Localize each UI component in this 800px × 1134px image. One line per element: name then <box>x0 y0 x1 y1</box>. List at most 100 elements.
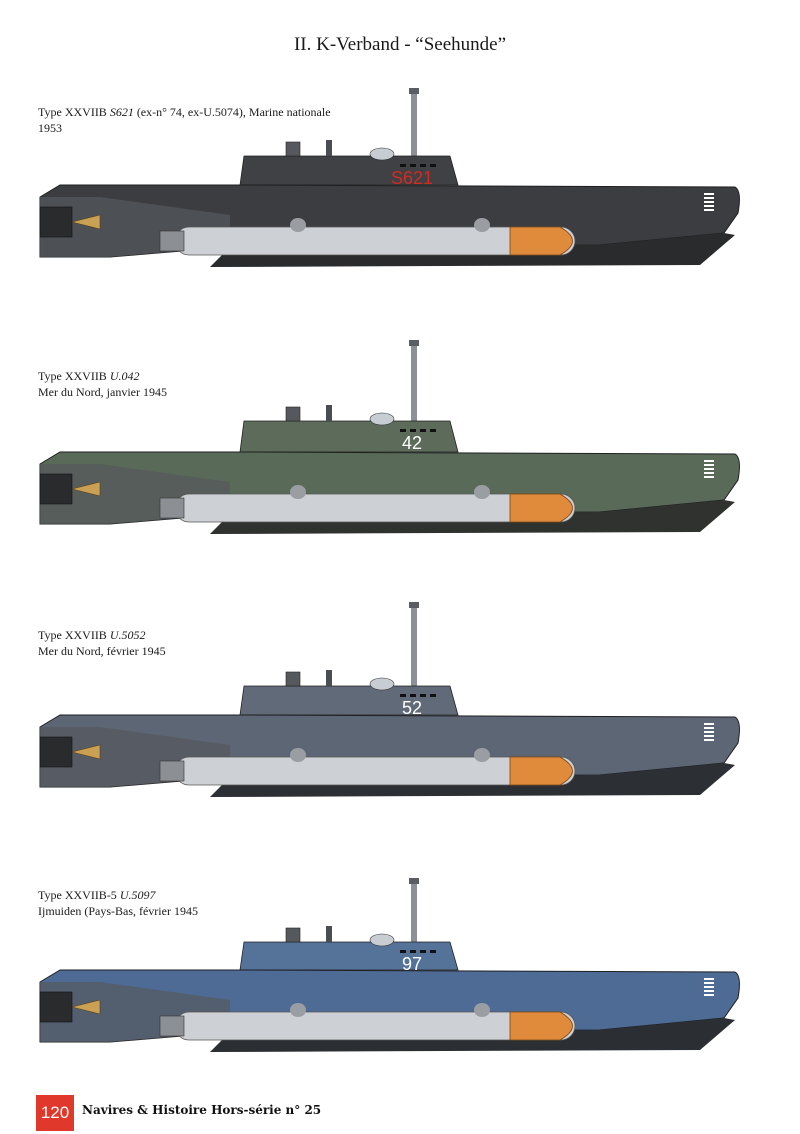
conning-tower <box>239 685 459 716</box>
hatch-mark <box>400 694 406 697</box>
plate-caption: Type XXVIIB U.042 Mer du Nord, janvier 1… <box>38 368 167 400</box>
hatch-mark <box>430 164 436 167</box>
caption-type: Type XXVIIB <box>38 105 110 119</box>
draft-mark <box>704 464 714 466</box>
caption-ship: U.042 <box>109 369 140 383</box>
torpedo-mount <box>474 485 490 499</box>
draft-mark <box>704 201 714 203</box>
caption-ship: S621 <box>109 105 134 119</box>
dome <box>369 933 395 947</box>
draft-mark <box>704 193 714 195</box>
conning-tower <box>239 941 459 971</box>
caption-ship: U.5097 <box>119 888 156 902</box>
page-footer: 120 Navires & Histoire Hors-série n° 25 <box>36 1095 776 1131</box>
mast <box>326 926 332 942</box>
torpedo-mount <box>290 1003 306 1017</box>
snorkel-head <box>285 406 301 422</box>
mast <box>326 140 332 156</box>
periscope-head <box>409 340 419 346</box>
snorkel-head <box>285 671 301 687</box>
periscope-head <box>409 602 419 608</box>
hull-number: S621 <box>391 168 433 188</box>
torpedo-mount <box>474 218 490 232</box>
submarine-illustration: 97 <box>39 878 740 1052</box>
periscope-head <box>409 88 419 94</box>
hatch-mark <box>420 950 426 953</box>
snorkel-head <box>285 141 301 157</box>
torpedo-mount <box>474 748 490 762</box>
hatch-mark <box>410 950 416 953</box>
periscope <box>411 604 417 688</box>
caption-type: Type XXVIIB-5 <box>38 888 120 902</box>
draft-mark <box>704 209 714 211</box>
propeller-shroud <box>39 991 73 1023</box>
caption-type: Type XXVIIB <box>38 369 110 383</box>
torpedo-warhead <box>509 1011 573 1041</box>
submarine-illustration: 52 <box>39 602 740 797</box>
hatch-mark <box>420 429 426 432</box>
draft-mark <box>704 731 714 733</box>
draft-mark <box>704 986 714 988</box>
hull-number: 52 <box>402 698 422 718</box>
propeller <box>71 214 101 230</box>
propeller <box>71 481 101 497</box>
periscope <box>411 90 417 158</box>
torpedo-mount <box>474 1003 490 1017</box>
submarine-illustration: 42 <box>39 340 740 534</box>
caption-location: Ijmuiden (Pays-Bas, février 1945 <box>38 904 198 918</box>
hatch-mark <box>400 429 406 432</box>
hatch-mark <box>410 164 416 167</box>
draft-mark <box>704 735 714 737</box>
draft-mark <box>704 205 714 207</box>
plate-caption: Type XXVIIB-5 U.5097 Ijmuiden (Pays-Bas,… <box>38 887 198 919</box>
draft-mark <box>704 994 714 996</box>
draft-mark <box>704 723 714 725</box>
draft-mark <box>704 739 714 741</box>
torpedo-warhead <box>509 226 573 256</box>
snorkel-head <box>285 927 301 943</box>
hull-number: 42 <box>402 433 422 453</box>
torpedo-mount <box>290 485 306 499</box>
page-title: II. K-Verband - “Seehunde” <box>293 34 507 55</box>
caption-ship: U.5052 <box>109 628 146 642</box>
draft-mark <box>704 982 714 984</box>
hatch-mark <box>430 429 436 432</box>
periscope <box>411 342 417 423</box>
draft-mark <box>704 990 714 992</box>
hatch-mark <box>410 694 416 697</box>
draft-mark <box>704 978 714 980</box>
periscope-head <box>409 878 419 884</box>
propeller-shroud <box>39 736 73 768</box>
page-number: 120 <box>36 1095 74 1131</box>
draft-mark <box>704 476 714 478</box>
propeller-shroud <box>39 473 73 505</box>
hatch-mark <box>430 694 436 697</box>
conning-tower <box>239 420 459 453</box>
caption-location: 1953 <box>38 121 62 135</box>
torpedo-mount <box>290 218 306 232</box>
publication-title: Navires & Histoire Hors-série n° 25 <box>82 1103 322 1117</box>
plate-caption: Type XXVIIB S621 (ex-n° 74, ex-U.5074), … <box>38 104 331 136</box>
caption-rest: (ex-n° 74, ex-U.5074), Marine nationale <box>133 105 331 119</box>
conning-tower <box>239 155 459 186</box>
torpedo-tail <box>159 497 185 519</box>
draft-mark <box>704 727 714 729</box>
hull-number: 97 <box>402 954 422 974</box>
torpedo-warhead <box>509 756 573 786</box>
periscope <box>411 880 417 944</box>
dome <box>369 677 395 691</box>
draft-mark <box>704 468 714 470</box>
mast <box>326 670 332 686</box>
draft-mark <box>704 460 714 462</box>
torpedo-mount <box>290 748 306 762</box>
mast <box>326 405 332 421</box>
dome <box>369 412 395 426</box>
caption-location: Mer du Nord, janvier 1945 <box>38 385 167 399</box>
torpedo-tail <box>159 230 185 252</box>
propeller <box>71 744 101 760</box>
draft-mark <box>704 197 714 199</box>
propeller <box>71 999 101 1015</box>
propeller-shroud <box>39 206 73 238</box>
draft-mark <box>704 472 714 474</box>
caption-location: Mer du Nord, février 1945 <box>38 644 166 658</box>
